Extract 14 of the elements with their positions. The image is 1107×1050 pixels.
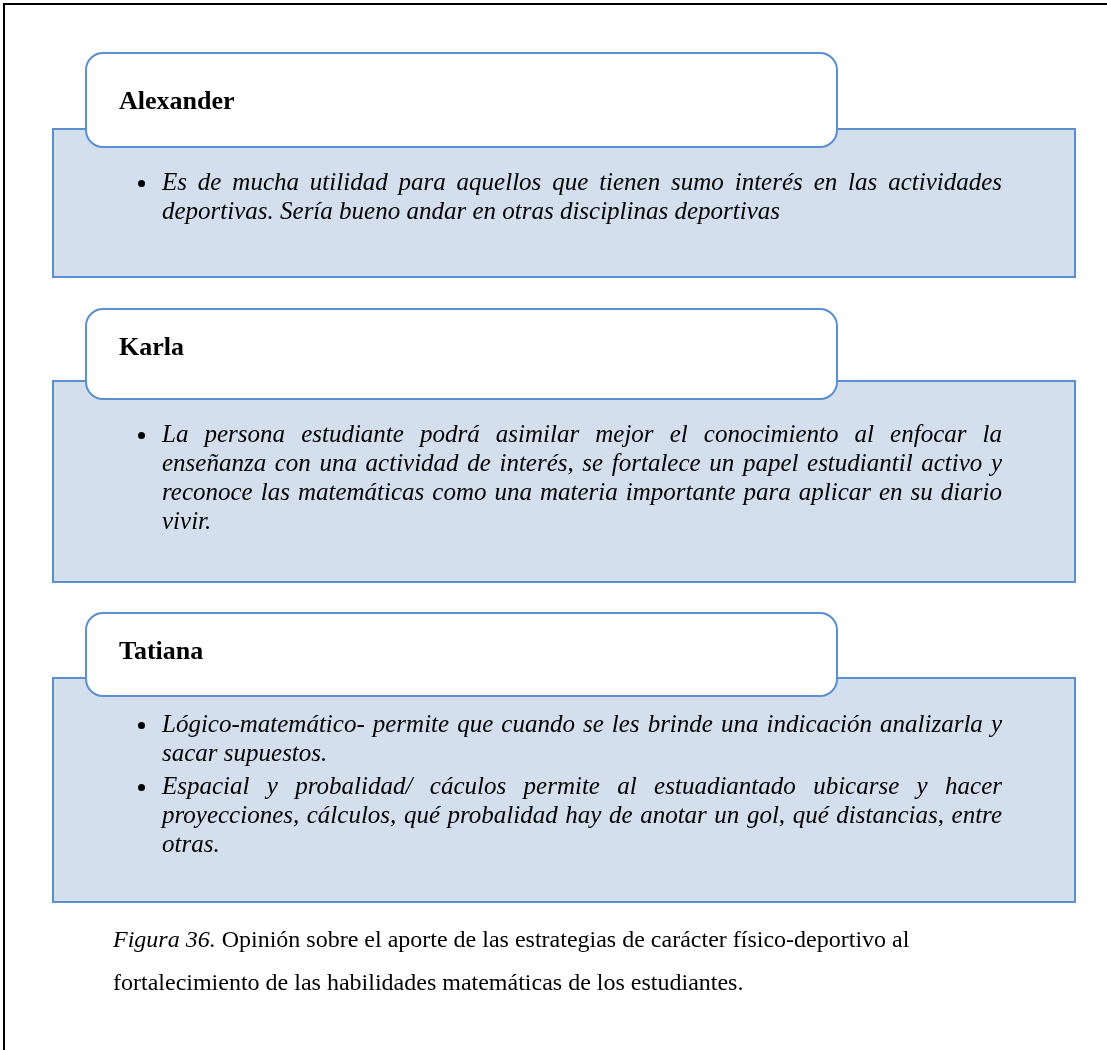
figure-caption: Figura 36. Opinión sobre el aporte de las estrategias de carácter físico-deportivo al fortalecimiento de las habilidades matemáticas de los estudiantes. — [113, 925, 911, 997]
comment-panel — [52, 128, 1076, 278]
comment-text: Espacial y probalidad/ cáculos permite al estuadiantado ubicarse y hacer proyecciones, cálculos, qué probalidad hay de anotar un gol, qué distancias, entre otras. — [162, 771, 1002, 858]
name-tab — [85, 52, 838, 148]
person-name: Alexander — [119, 86, 235, 116]
comment-panel — [52, 677, 1076, 903]
person-name: Tatiana — [119, 636, 204, 666]
person-name: Karla — [119, 332, 184, 362]
comment-text: Es de mucha utilidad para aquellos que tienen sumo interés en las actividades deportivas. Sería bueno andar en otras disciplinas deportivas — [162, 167, 1002, 225]
comment-text: Lógico-matemático- permite que cuando se les brinde una indicación analizarla y sacar supuestos. — [162, 709, 1002, 767]
name-tab — [85, 308, 838, 400]
comment-text: La persona estudiante podrá asimilar mejor el conocimiento al enfocar la enseñanza con una actividad de interés, se fortalece un papel estudiantil activo y reconoce las matemáticas como una materia importante para aplicar en su diario vivir. — [162, 419, 1002, 535]
comment-panel — [52, 380, 1076, 583]
name-tab — [85, 612, 838, 697]
